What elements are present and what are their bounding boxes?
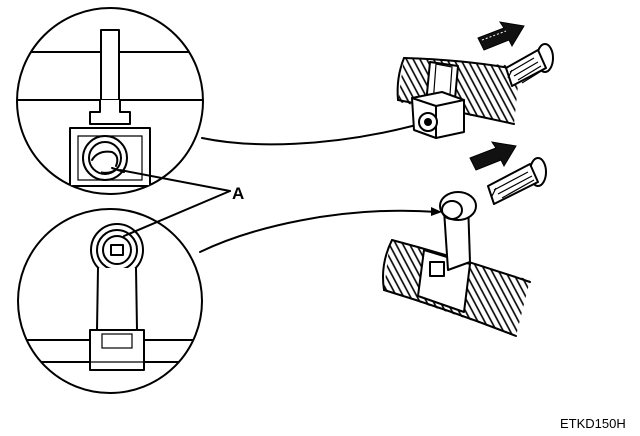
lower-connector-arrowhead <box>431 207 442 216</box>
callout-leaders <box>119 169 231 237</box>
upper-connector-line <box>201 123 421 146</box>
lower-bolt <box>487 157 547 205</box>
callout-label-a: A <box>232 184 244 203</box>
figure-code: ETKD150H <box>560 416 626 431</box>
lower-detail-circle <box>17 208 203 394</box>
upper-bolt <box>505 43 554 87</box>
lower-harness-assembly <box>382 191 531 337</box>
lower-direction-arrow <box>469 141 517 171</box>
upper-direction-arrow <box>477 21 525 51</box>
upper-harness-assembly <box>396 57 521 139</box>
lower-connector-line <box>199 209 439 253</box>
upper-detail-circle <box>16 7 204 195</box>
